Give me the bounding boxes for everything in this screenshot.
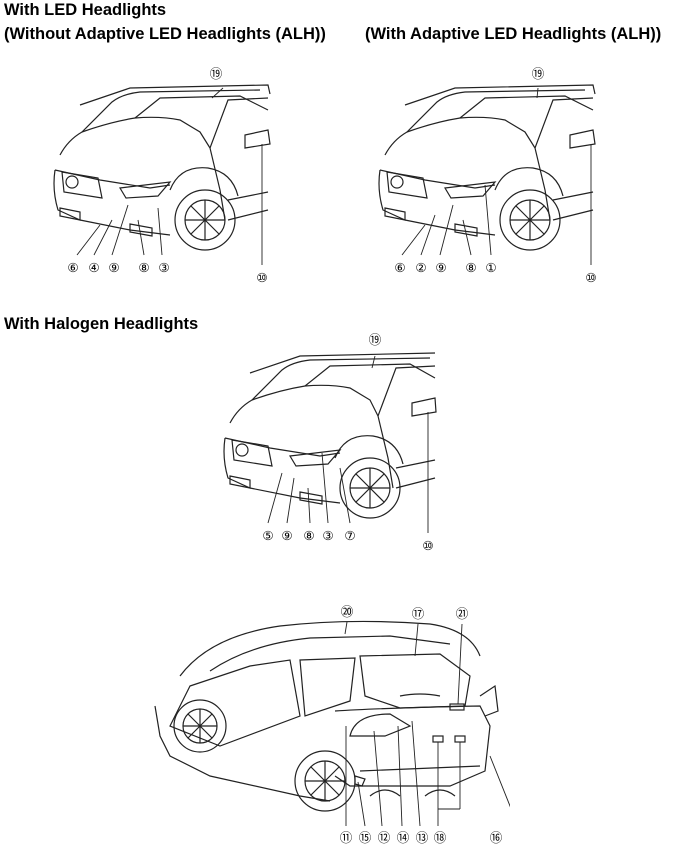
front-car-illustration-led-with-alh: ⑲ ⑥ ② ⑨ ⑧ ① ⑩ — [378, 66, 597, 285]
callout-10: ⑩ — [256, 270, 267, 285]
callout-7: ⑦ — [344, 528, 355, 543]
callout-9: ⑨ — [108, 260, 119, 275]
callout-4: ④ — [88, 260, 99, 275]
heading-without-alh: (Without Adaptive LED Headlights (ALH)) — [4, 25, 326, 43]
callout-17: ⑰ — [412, 606, 425, 621]
callout-1: ① — [485, 260, 496, 275]
callout-2: ② — [415, 260, 426, 275]
callout-19: ⑲ — [532, 66, 545, 81]
callout-5: ⑤ — [262, 528, 273, 543]
callout-20: ⑳ — [341, 604, 354, 619]
callout-6: ⑥ — [394, 260, 405, 275]
callout-6: ⑥ — [67, 260, 78, 275]
callout-8: ⑧ — [138, 260, 149, 275]
callout-13: ⑬ — [416, 830, 429, 845]
callout-12: ⑫ — [378, 830, 391, 845]
callout-9: ⑨ — [281, 528, 292, 543]
callout-16: ⑯ — [490, 830, 503, 845]
front-car-illustration-led-without-alh: ⑲ ⑥ ④ ⑨ ⑧ ③ ⑩ — [53, 66, 271, 285]
callout-8: ⑧ — [303, 528, 314, 543]
callout-19: ⑲ — [210, 66, 223, 81]
callout-19: ⑲ — [369, 332, 382, 347]
callout-10: ⑩ — [585, 270, 596, 285]
callout-3: ③ — [322, 528, 333, 543]
callout-9: ⑨ — [435, 260, 446, 275]
heading-led-headlights: With LED Headlights — [4, 1, 167, 19]
callout-15: ⑮ — [359, 830, 372, 845]
callout-18: ⑱ — [434, 830, 447, 845]
callout-21: ㉑ — [456, 606, 469, 621]
front-car-illustration-halogen: ⑲ ⑤ ⑨ ⑧ ③ ⑦ ⑩ — [223, 332, 437, 553]
callout-3: ③ — [158, 260, 169, 275]
rear-car-illustration: ⑳ ⑰ ㉑ ⑪ ⑮ ⑫ ⑭ ⑬ ⑱ ⑯ — [154, 604, 510, 845]
heading-halogen-headlights: With Halogen Headlights — [4, 315, 199, 333]
callout-8: ⑧ — [465, 260, 476, 275]
heading-with-alh: (With Adaptive LED Headlights (ALH)) — [365, 25, 662, 43]
callout-10: ⑩ — [422, 538, 433, 553]
callout-14: ⑭ — [397, 830, 410, 845]
callout-11: ⑪ — [340, 830, 353, 845]
